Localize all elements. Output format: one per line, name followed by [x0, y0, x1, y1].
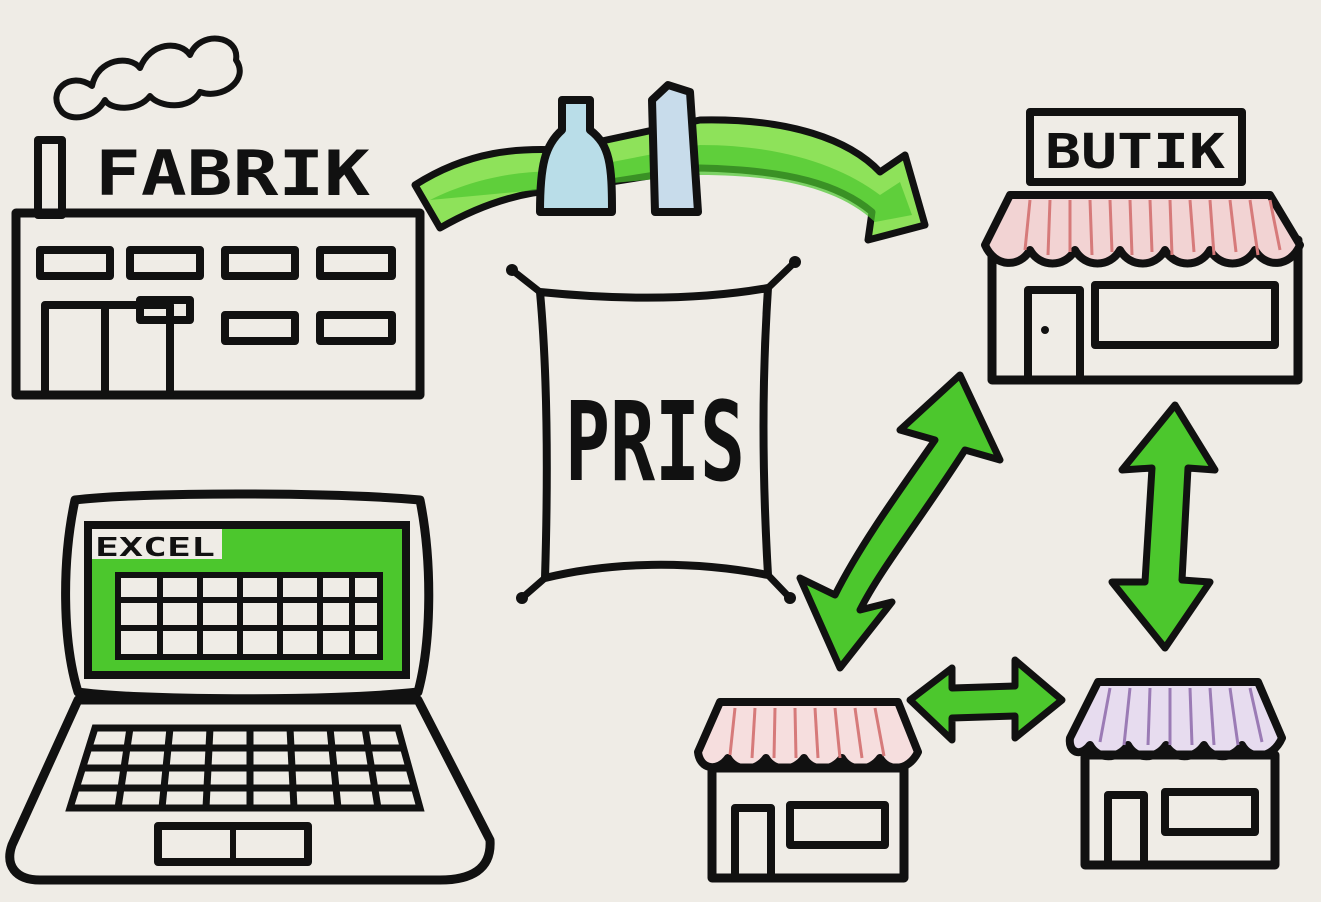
smoke-cloud-icon	[53, 35, 243, 121]
supply-arrow	[411, 81, 929, 244]
price-label: PRIS	[565, 378, 745, 506]
chimney	[34, 136, 66, 219]
arrow-boutique-to-shop-right	[1108, 401, 1219, 652]
factory-label: FABRIK	[95, 137, 371, 210]
factory-door	[41, 301, 174, 399]
shop-small-left	[694, 698, 922, 883]
laptop: EXCEL	[5, 489, 495, 885]
spreadsheet-grid	[115, 572, 383, 660]
boutique-door	[1024, 286, 1084, 384]
laptop-screen-label: EXCEL	[95, 533, 215, 563]
price-sign: PRIS	[506, 256, 801, 604]
arrow-between-shops	[906, 656, 1066, 744]
laptop-lid	[61, 489, 434, 704]
boutique-window	[1091, 281, 1279, 349]
boutique-sign	[1026, 108, 1246, 186]
shop-small-right	[1065, 678, 1286, 870]
boutique-awning	[981, 191, 1304, 268]
laptop-keyboard	[65, 724, 425, 812]
factory-building	[11, 208, 425, 400]
factory-windows	[36, 246, 396, 345]
laptop-base	[5, 695, 495, 885]
bottle-icon	[536, 96, 616, 216]
boutique: BUTIK	[981, 108, 1304, 385]
laptop-touchpad	[154, 822, 312, 866]
carton-icon	[648, 81, 702, 216]
arrow-boutique-to-shop-left	[796, 371, 1004, 672]
supply-arrow-body	[411, 116, 929, 244]
boutique-label: BUTIK	[1045, 124, 1225, 180]
factory: FABRIK	[11, 35, 425, 400]
